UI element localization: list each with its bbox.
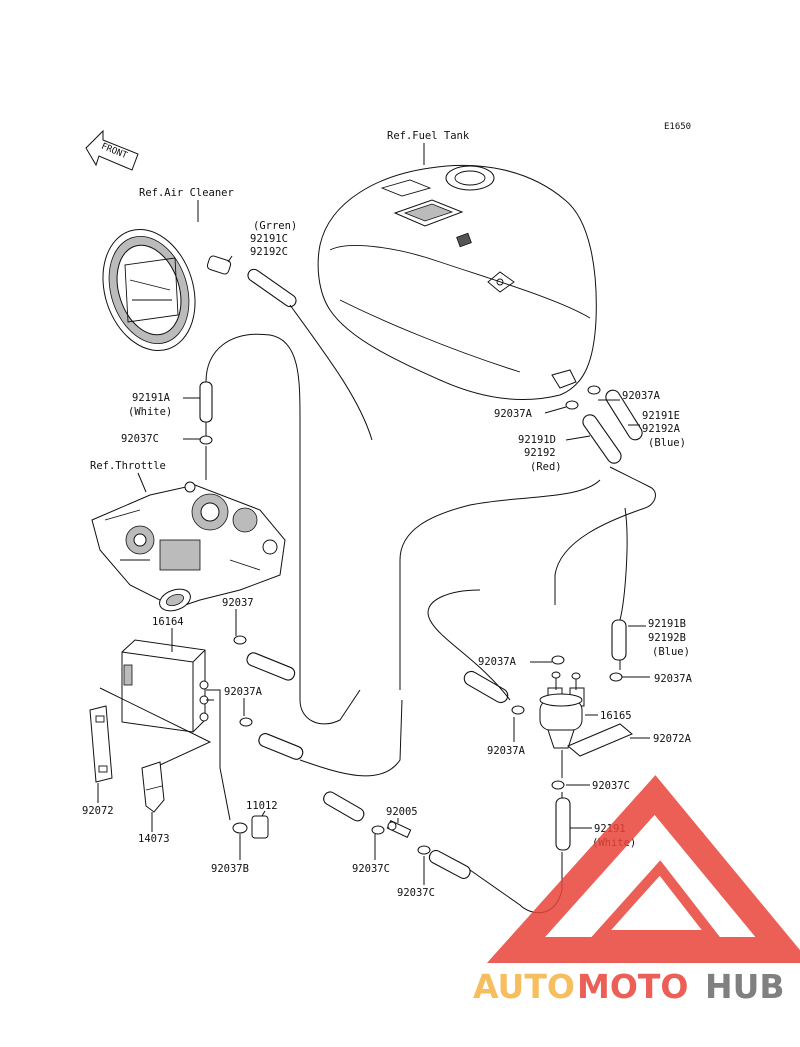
label-92191B: 92191B bbox=[648, 618, 686, 630]
label-92192: 92192 bbox=[524, 447, 556, 459]
hose-segment-3 bbox=[323, 791, 365, 822]
ref-air-cleaner-label: Ref.Air Cleaner bbox=[139, 187, 234, 199]
air-cleaner bbox=[102, 228, 232, 352]
label-green-color: (Grren) bbox=[253, 220, 297, 232]
hose-92191B bbox=[611, 619, 627, 661]
label-11012: 11012 bbox=[246, 800, 278, 812]
label-92191A: 92191A bbox=[132, 392, 171, 404]
hose-92191D bbox=[582, 414, 622, 464]
hose-92191A bbox=[199, 381, 213, 423]
label-92037A-filter-right: 92037A bbox=[654, 673, 693, 685]
label-92191E: 92191E bbox=[642, 410, 680, 422]
label-92037-left: 92037 bbox=[222, 597, 254, 609]
label-92072: 92072 bbox=[82, 805, 114, 817]
canister-16164 bbox=[121, 639, 209, 733]
clamp-icons bbox=[199, 385, 623, 855]
label-92037A-filter-bottom: 92037A bbox=[487, 745, 526, 757]
label-16164: 16164 bbox=[152, 616, 184, 628]
hose-92191C bbox=[247, 268, 297, 308]
label-92037C-lower2: 92037C bbox=[397, 887, 435, 899]
label-92037B: 92037B bbox=[211, 863, 249, 875]
label-92191A-color: (White) bbox=[128, 406, 172, 418]
watermark-auto: AUTO bbox=[473, 967, 575, 1006]
leader-lines bbox=[97, 255, 650, 885]
routing-lines bbox=[205, 304, 656, 914]
watermark-logo: AUTO MOTO HUB bbox=[473, 775, 800, 1006]
throttle-body bbox=[91, 481, 286, 612]
label-14073: 14073 bbox=[138, 833, 170, 845]
label-92072A: 92072A bbox=[653, 733, 692, 745]
watermark-hub: HUB bbox=[705, 967, 785, 1006]
ref-fuel-tank-label: Ref.Fuel Tank bbox=[387, 130, 470, 142]
label-92037C-right: 92037C bbox=[592, 780, 630, 792]
fuel-tank bbox=[317, 164, 597, 401]
watermark-moto: MOTO bbox=[577, 967, 688, 1006]
label-16165: 16165 bbox=[600, 710, 632, 722]
label-92192C: 92192C bbox=[250, 246, 288, 258]
label-92192A-color: (Blue) bbox=[648, 437, 686, 449]
label-92192B: 92192B bbox=[648, 632, 686, 644]
label-92037C-lower1: 92037C bbox=[352, 863, 390, 875]
cap-11012 bbox=[251, 815, 269, 839]
hose-92191-white bbox=[555, 797, 571, 851]
label-92191D: 92191D bbox=[518, 434, 556, 446]
label-92037C-top: 92037C bbox=[121, 433, 159, 445]
label-92192-color: (Red) bbox=[530, 461, 562, 473]
front-arrow-icon: FRONT bbox=[85, 129, 139, 171]
hose-segment-1 bbox=[246, 652, 296, 681]
label-92192B-color: (Blue) bbox=[652, 646, 690, 658]
label-92191C: 92191C bbox=[250, 233, 288, 245]
clamp-14073 bbox=[141, 761, 165, 813]
diagram-code: E1650 bbox=[664, 122, 691, 132]
ref-throttle-label: Ref.Throttle bbox=[90, 460, 166, 472]
label-92005: 92005 bbox=[386, 806, 418, 818]
label-92037A-tank-right: 92037A bbox=[622, 390, 661, 402]
bracket-92072 bbox=[89, 705, 113, 783]
label-92037A-filter-left: 92037A bbox=[478, 656, 517, 668]
hose-segment-2 bbox=[258, 733, 304, 760]
fitting-92005 bbox=[386, 820, 412, 838]
hose-filter-inlet bbox=[463, 670, 509, 704]
label-92037A-tank-left: 92037A bbox=[494, 408, 533, 420]
bracket-92072A bbox=[567, 723, 633, 757]
fuel-filter-16165 bbox=[539, 671, 585, 749]
label-92037A-left: 92037A bbox=[224, 686, 263, 698]
hose-segment-4 bbox=[428, 849, 471, 879]
label-92192A: 92192A bbox=[642, 423, 681, 435]
hose-92191E bbox=[605, 389, 643, 441]
